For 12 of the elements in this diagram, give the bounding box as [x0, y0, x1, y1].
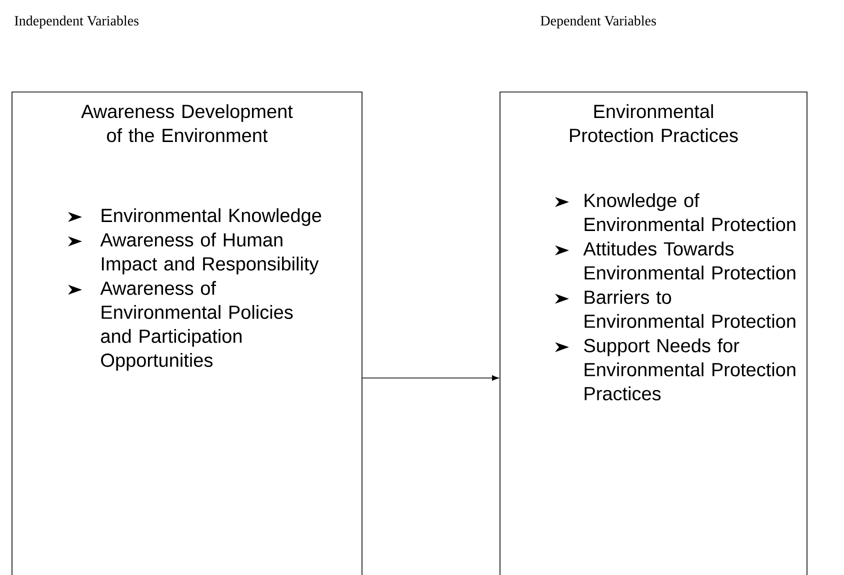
box-heading: Environmental Protection Practices: [570, 104, 738, 142]
arrow: [362, 375, 499, 381]
variable-heading: Independent Variables: [14, 16, 138, 28]
bullet-item: Knowledge of Environmental Protection: [555, 193, 796, 232]
bullet-item: Awareness of Human Impact and Responsibility: [68, 232, 319, 274]
bullet-item: Environmental Knowledge: [68, 208, 322, 226]
bullet-item: Barriers to Environmental Protection: [555, 290, 796, 328]
box-heading: Awareness Development of the Environment: [81, 104, 293, 142]
bullet-item: Support Needs for Environmental Protection Practices: [555, 338, 796, 400]
variable-heading: Dependent Variables: [540, 16, 656, 28]
bullet-item: Attitudes Towards Environmental Protection: [555, 242, 796, 280]
bullet-item: Awareness of Environmental Policies and Participation Opportunities: [68, 281, 293, 371]
